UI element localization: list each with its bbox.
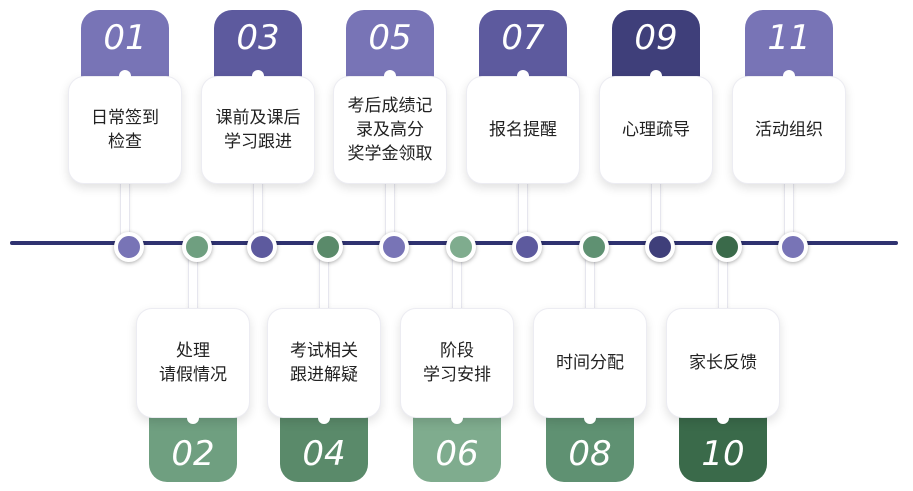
step-09-notch	[650, 70, 662, 82]
step-02-number-tab: 02	[149, 414, 237, 482]
connector-10	[719, 244, 727, 314]
step-04-notch	[318, 412, 330, 424]
step-01-dot	[114, 232, 144, 262]
step-11-dot	[778, 232, 808, 262]
step-09-card: 心理疏导	[599, 76, 713, 184]
step-03-number-tab: 03	[214, 10, 302, 80]
step-02-notch	[187, 412, 199, 424]
connector-04	[320, 244, 328, 314]
step-10-card: 家长反馈	[666, 308, 780, 418]
step-10-notch	[717, 412, 729, 424]
step-04-number-tab: 04	[280, 414, 368, 482]
step-07-number-tab: 07	[479, 10, 567, 80]
connector-05	[386, 180, 394, 242]
step-08-card: 时间分配	[533, 308, 647, 418]
connector-09	[652, 180, 660, 242]
step-08-dot	[579, 232, 609, 262]
step-01-card: 日常签到 检查	[68, 76, 182, 184]
step-11-card: 活动组织	[732, 76, 846, 184]
step-11-notch	[783, 70, 795, 82]
connector-01	[121, 180, 129, 242]
step-02-card: 处理 请假情况	[136, 308, 250, 418]
step-04-card: 考试相关 跟进解疑	[267, 308, 381, 418]
step-07-dot	[512, 232, 542, 262]
step-09-dot	[645, 232, 675, 262]
step-11-number-tab: 11	[745, 10, 833, 80]
step-03-notch	[252, 70, 264, 82]
step-03-card: 课前及课后 学习跟进	[201, 76, 315, 184]
step-10-dot	[712, 232, 742, 262]
connector-06	[453, 244, 461, 314]
step-05-number-tab: 05	[346, 10, 434, 80]
step-03-dot	[247, 232, 277, 262]
step-09-number-tab: 09	[612, 10, 700, 80]
step-07-card: 报名提醒	[466, 76, 580, 184]
step-06-notch	[451, 412, 463, 424]
connector-07	[519, 180, 527, 242]
connector-02	[189, 244, 197, 314]
step-01-notch	[119, 70, 131, 82]
step-10-number-tab: 10	[679, 414, 767, 482]
step-05-card: 考后成绩记 录及高分 奖学金领取	[333, 76, 447, 184]
step-05-notch	[384, 70, 396, 82]
step-08-notch	[584, 412, 596, 424]
connector-08	[586, 244, 594, 314]
connector-03	[254, 180, 262, 242]
step-06-card: 阶段 学习安排	[400, 308, 514, 418]
connector-11	[785, 180, 793, 242]
step-02-dot	[182, 232, 212, 262]
step-08-number-tab: 08	[546, 414, 634, 482]
step-06-dot	[446, 232, 476, 262]
step-01-number-tab: 01	[81, 10, 169, 80]
step-04-dot	[313, 232, 343, 262]
step-07-notch	[517, 70, 529, 82]
step-06-number-tab: 06	[413, 414, 501, 482]
step-05-dot	[379, 232, 409, 262]
